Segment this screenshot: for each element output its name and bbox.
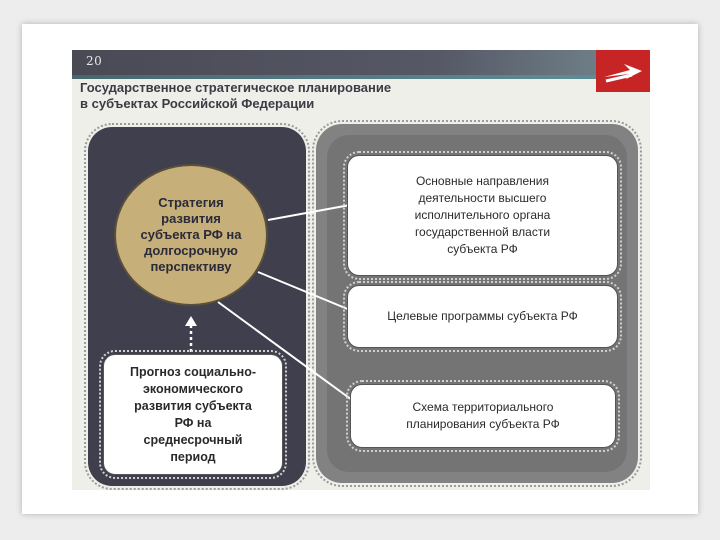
forecast-label: Прогноз социально- экономического развит… — [129, 364, 257, 464]
arrow-logo-icon — [596, 50, 650, 92]
scheme-box: Схема территориального планирования субъ… — [346, 380, 620, 452]
slide-number: 20 — [86, 54, 103, 68]
dotted-arrow-icon — [185, 316, 197, 352]
programs-label: Целевые программы субъекта РФ — [387, 309, 578, 323]
strategy-label: Стратегия развития субъекта РФ на долгос… — [140, 195, 242, 274]
forecast-box: Прогноз социально- экономического развит… — [99, 350, 287, 479]
header-accent-line — [72, 75, 596, 79]
directions-label: Основные направления деятельности высшег… — [414, 174, 551, 256]
strategy-circle: Стратегия развития субъекта РФ на долгос… — [114, 164, 268, 306]
scheme-label: Схема территориального планирования субъ… — [406, 400, 560, 431]
programs-box: Целевые программы субъекта РФ — [343, 281, 622, 352]
header-bar — [72, 50, 596, 75]
slide-title: Государственное стратегическое планирова… — [80, 80, 392, 111]
directions-box: Основные направления деятельности высшег… — [343, 151, 622, 280]
